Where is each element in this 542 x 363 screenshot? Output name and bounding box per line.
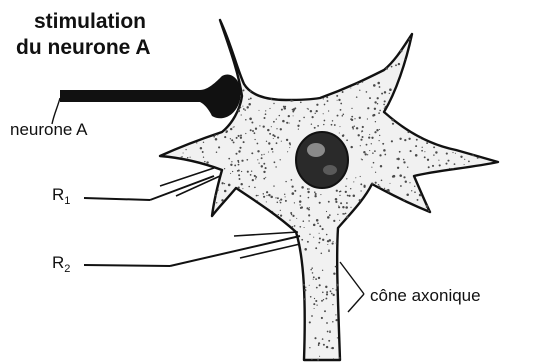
neurone-a-terminal	[60, 74, 241, 118]
nucleus	[296, 132, 348, 188]
r2-label: R2	[52, 253, 70, 275]
r1-label: R1	[52, 185, 70, 207]
title-line-1: stimulation	[34, 10, 146, 33]
neuron-body	[160, 20, 498, 360]
cone-axonique-leaders	[340, 262, 364, 312]
r2-electrode	[84, 232, 300, 266]
cone-axonique-label: cône axonique	[370, 286, 481, 305]
r1-electrode	[84, 168, 220, 200]
title-line-2: du neurone A	[16, 36, 151, 59]
neurone-a-label: neurone A	[10, 120, 88, 139]
